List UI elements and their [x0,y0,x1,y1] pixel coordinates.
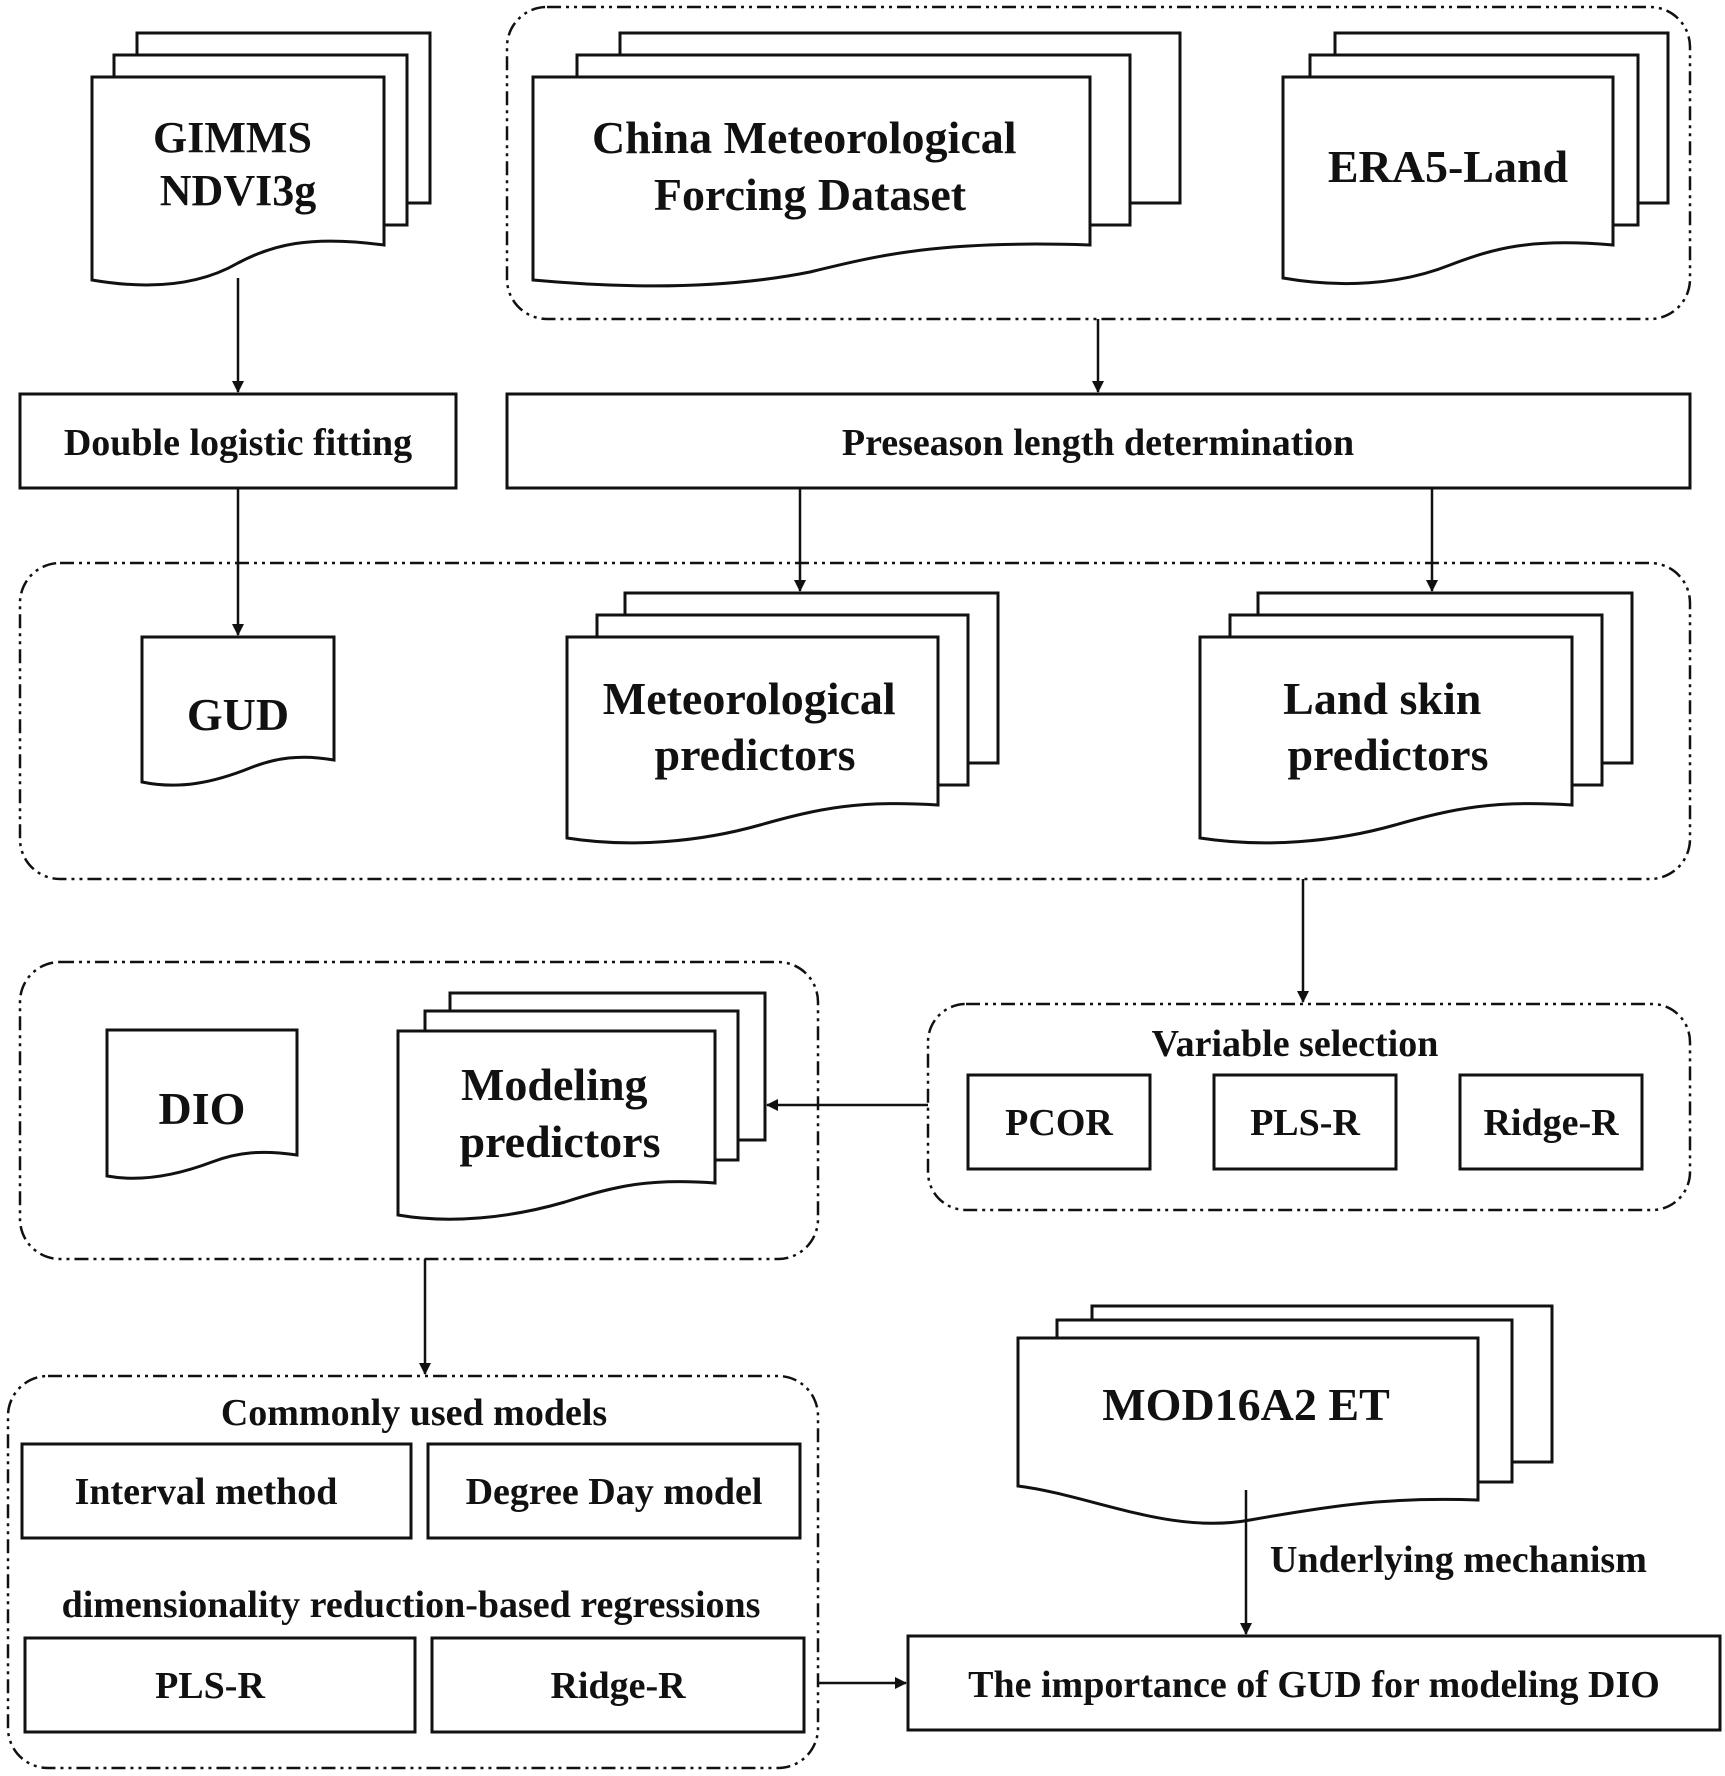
era5-label: ERA5-Land [1328,141,1569,192]
gud-document: GUD [140,635,336,787]
modeling-predictors-line2: predictors [459,1116,660,1167]
preseason-length-box [505,392,1692,490]
gud-label: GUD [187,689,289,740]
modeling-predictors-label: Modeling predictors [459,1059,660,1167]
modeling-predictors-document: Modeling predictors [396,991,767,1221]
dim-reduction-label: dimensionality reduction-based regressio… [62,1584,761,1626]
met-predictors-line2: predictors [654,729,855,780]
cmfd-label-line2: Forcing Dataset [654,169,967,220]
modeling-predictors-line1: Modeling [461,1059,648,1110]
interval-method-label: Interval method [75,1471,338,1513]
double-logistic-label: Double logistic fitting [64,422,412,464]
underlying-mechanism-label: Underlying mechanism [1270,1539,1647,1581]
cmfd-document: China Meteorological Forcing Dataset [531,31,1182,288]
dio-document: DIO [105,1028,299,1180]
pcor-box [966,1073,1152,1171]
variable-selection-label: Variable selection [1152,1023,1439,1065]
double-logistic-fitting-box [18,392,458,490]
models-ridger-box [430,1636,806,1734]
cmfd-label-line1: China Meteorological [592,112,1017,163]
pcor-label: PCOR [1005,1102,1113,1144]
met-predictors-label: Meteorological predictors [603,673,907,780]
land-predictors-line2: predictors [1287,729,1488,780]
importance-label: The importance of GUD for modeling DIO [968,1664,1660,1706]
land-predictors-label: Land skin predictors [1283,673,1493,780]
vs-ridger-box [1458,1073,1644,1171]
models-plsr-box [23,1636,417,1734]
gimms-label-line1: GIMMS [153,113,312,162]
vs-plsr-label: PLS-R [1250,1102,1360,1144]
vs-plsr-box [1212,1073,1398,1171]
input-datasets-group [505,5,1692,321]
land-predictors-line1: Land skin [1283,673,1481,724]
dio-label: DIO [159,1083,246,1134]
cmfd-label: China Meteorological Forcing Dataset [592,112,1028,220]
era5-land-document: ERA5-Land [1281,31,1670,286]
models-plsr-label: PLS-R [155,1665,265,1707]
gimms-label: GIMMS NDVI3g [153,113,323,215]
variable-selection-group [926,1002,1692,1212]
mod16-label: MOD16A2 ET [1102,1379,1390,1430]
modeling-inputs-group [18,960,820,1261]
gimms-ndvi3g-document: GIMMS NDVI3g [90,31,432,287]
meteorological-predictors-document: Meteorological predictors [565,591,1000,845]
preseason-label: Preseason length determination [842,422,1354,464]
predictors-group [18,561,1692,881]
vs-ridger-label: Ridge-R [1483,1102,1619,1144]
models-ridger-label: Ridge-R [550,1665,686,1707]
met-predictors-line1: Meteorological [603,673,896,724]
importance-box [906,1634,1722,1732]
land-skin-predictors-document: Land skin predictors [1198,591,1634,845]
degree-day-box [426,1442,802,1540]
common-models-label: Commonly used models [221,1392,607,1434]
models-group [6,1374,820,1770]
interval-method-box [20,1442,413,1540]
degree-day-label: Degree Day model [466,1471,763,1513]
mod16a2-et-document: MOD16A2 ET [1016,1304,1554,1525]
gimms-label-line2: NDVI3g [160,166,316,215]
